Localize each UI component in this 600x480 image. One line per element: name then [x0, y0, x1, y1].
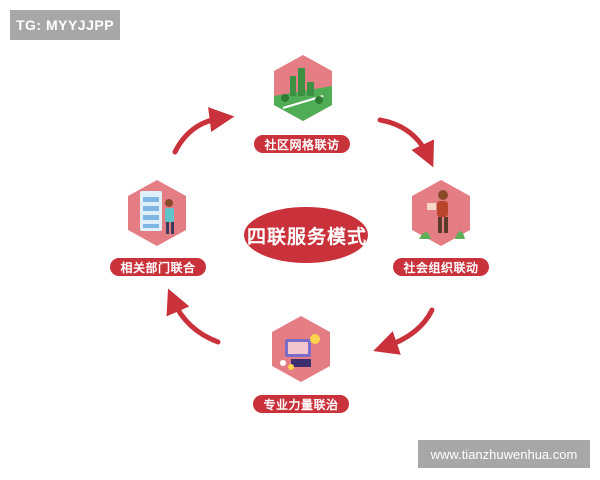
node-label-left: 相关部门联合 — [110, 258, 206, 276]
watermark-site: www.tianzhuwenhua.com — [418, 440, 590, 468]
volunteer-hiker-icon — [412, 180, 470, 246]
node-label-top: 社区网格联访 — [254, 135, 350, 153]
watermark-tag: TG: MYYJJPP — [10, 10, 120, 40]
node-label-bottom: 专业力量联治 — [253, 395, 349, 413]
center-mode-label: 四联服务模式 — [246, 225, 367, 248]
department-checklist-icon — [128, 180, 186, 246]
arrow-top-to-right — [377, 117, 435, 168]
center-ellipse — [244, 207, 368, 263]
node-label-right: 社会组织联动 — [393, 258, 489, 276]
arrow-left-to-top — [172, 107, 235, 155]
arrow-bottom-to-left — [166, 288, 221, 345]
professional-workstation-icon — [272, 316, 330, 382]
arrow-right-to-bottom — [373, 307, 435, 355]
city-park-icon — [274, 55, 332, 121]
